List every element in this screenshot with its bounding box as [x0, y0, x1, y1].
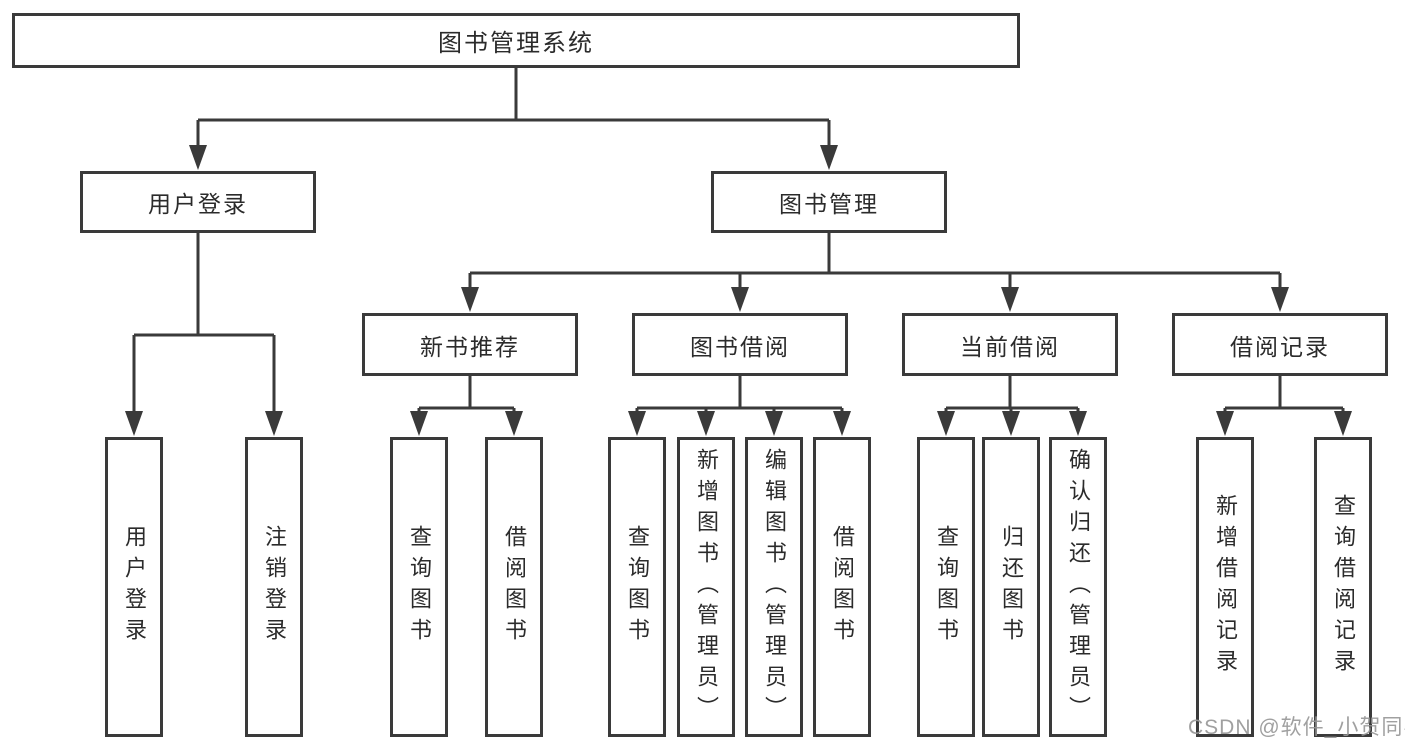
node-label: 借阅记录	[1230, 333, 1330, 360]
leaf-borrowing-borrow-books: 借阅图书	[813, 437, 871, 737]
leaf-label: 新增图书（管理员）	[694, 447, 719, 727]
node-book-borrowing: 图书借阅	[632, 313, 848, 376]
leaf-recommend-borrow-books: 借阅图书	[485, 437, 543, 737]
leaf-current-query-books: 查询图书	[917, 437, 975, 737]
node-label: 用户登录	[148, 191, 248, 217]
leaf-label: 归还图书	[999, 525, 1024, 649]
leaf-label: 查询图书	[407, 525, 432, 649]
leaf-label: 用户登录	[122, 525, 147, 649]
leaf-logout: 注销登录	[245, 437, 303, 737]
node-book-management: 图书管理	[711, 171, 947, 233]
node-current-borrowing: 当前借阅	[902, 313, 1118, 376]
leaf-borrowing-query-books: 查询图书	[608, 437, 666, 737]
leaf-label: 新增借阅记录	[1213, 494, 1238, 680]
node-label: 图书借阅	[690, 333, 790, 360]
leaf-current-confirm-return-admin: 确认归还（管理员）	[1049, 437, 1107, 737]
leaf-label: 查询图书	[625, 525, 650, 649]
leaf-label: 借阅图书	[502, 525, 527, 649]
node-borrowing-records: 借阅记录	[1172, 313, 1388, 376]
leaf-label: 借阅图书	[830, 525, 855, 649]
node-user-login: 用户登录	[80, 171, 316, 233]
leaf-user-login: 用户登录	[105, 437, 163, 737]
leaf-label: 编辑图书（管理员）	[762, 447, 787, 727]
node-label: 图书管理	[779, 191, 879, 217]
node-label: 图书管理系统	[438, 30, 594, 57]
leaf-label: 确认归还（管理员）	[1066, 447, 1091, 727]
leaf-recommend-query-books: 查询图书	[390, 437, 448, 737]
arrowhead-icons	[125, 145, 1352, 436]
node-new-book-recommendation: 新书推荐	[362, 313, 578, 376]
node-library-management-system: 图书管理系统	[12, 13, 1020, 68]
leaf-current-return-books: 归还图书	[982, 437, 1040, 737]
leaf-label: 查询借阅记录	[1331, 494, 1356, 680]
csdn-watermark: CSDN @软件_小贺同学	[1188, 716, 1405, 739]
leaf-borrowing-add-books-admin: 新增图书（管理员）	[677, 437, 735, 737]
node-label: 当前借阅	[960, 333, 1060, 360]
leaf-borrowing-edit-books-admin: 编辑图书（管理员）	[745, 437, 803, 737]
leaf-records-add-borrow-record: 新增借阅记录	[1196, 437, 1254, 737]
leaf-label: 查询图书	[934, 525, 959, 649]
leaf-records-query-borrow-record: 查询借阅记录	[1314, 437, 1372, 737]
node-label: 新书推荐	[420, 333, 520, 360]
leaf-label: 注销登录	[262, 525, 287, 649]
